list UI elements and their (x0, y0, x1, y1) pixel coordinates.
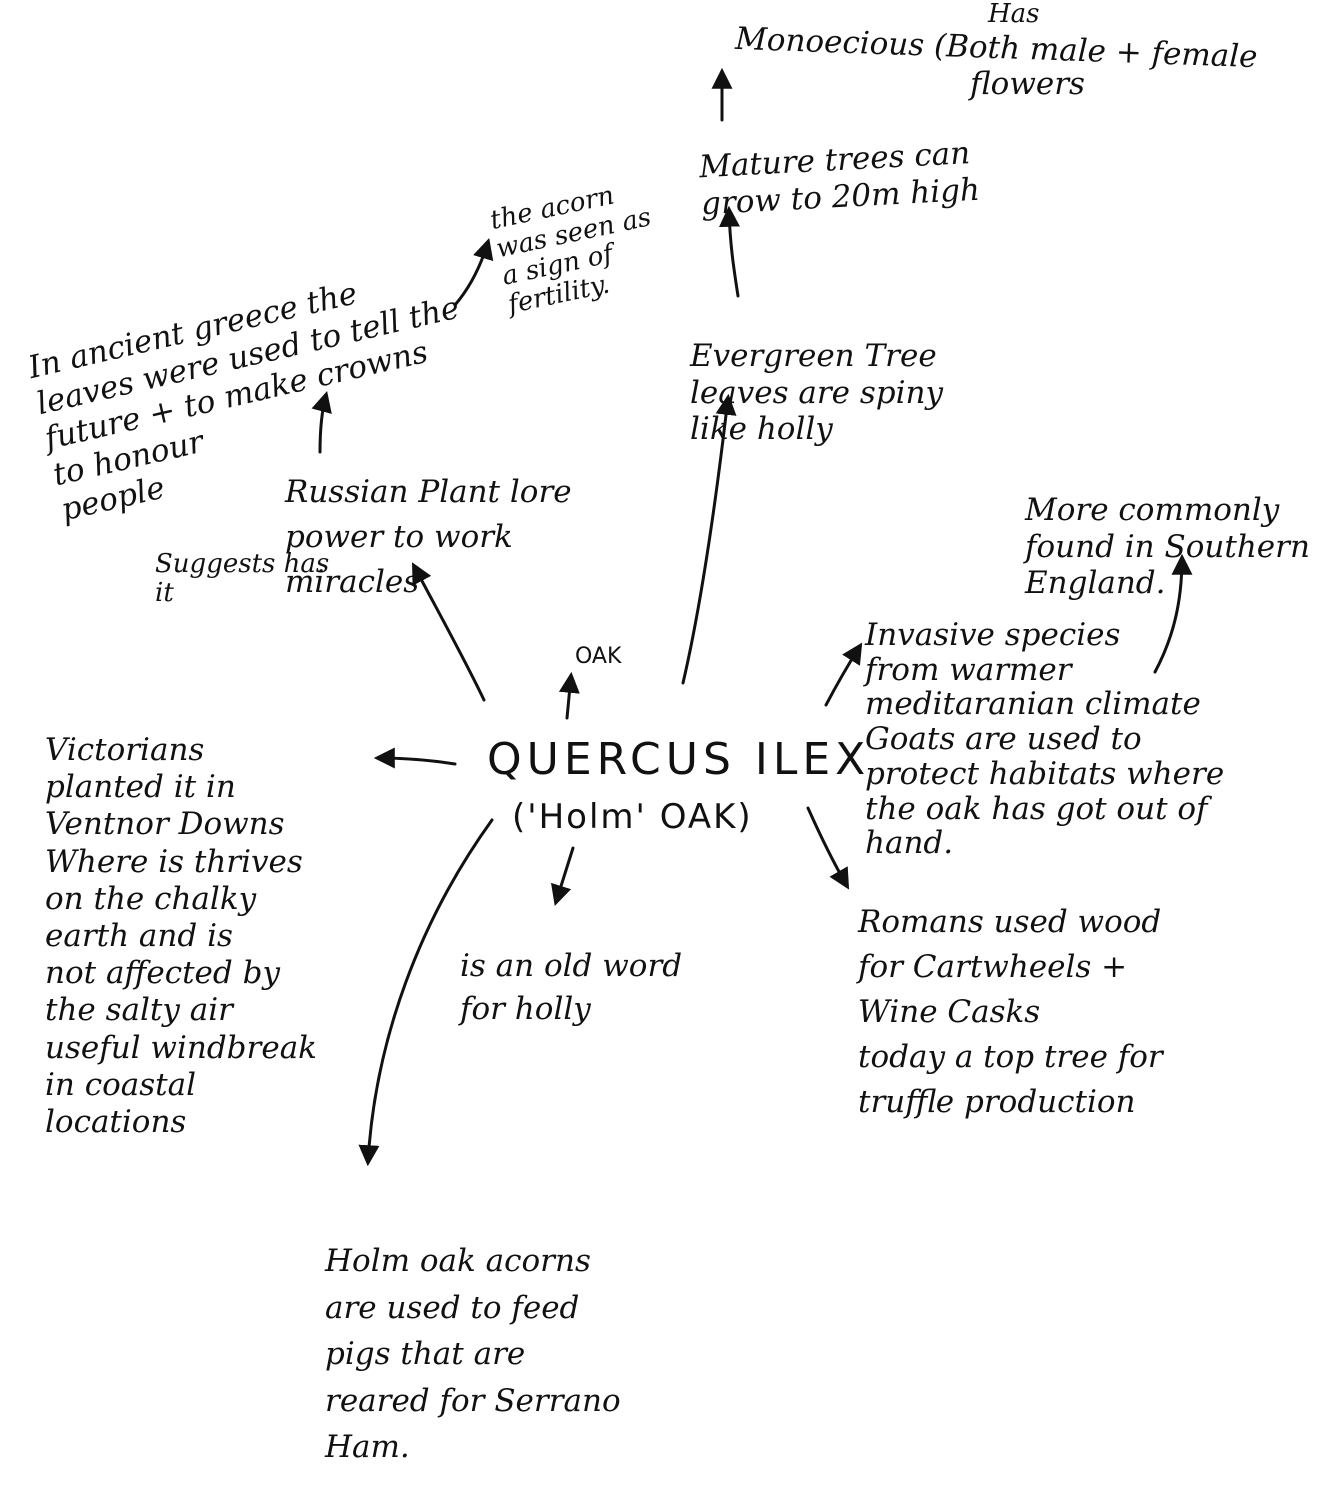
note-flowers: flowers (970, 66, 1085, 102)
center-title: QUERCUS ILEX (487, 734, 871, 785)
note-romans: Romans used wood for Cartwheels + Wine C… (858, 904, 1163, 1120)
note-acorns-pigs: Holm oak acorns are used to feed pigs th… (325, 1243, 621, 1465)
arrow-to-invasive (824, 642, 863, 707)
arrow-to-romans (806, 806, 850, 890)
note-mature-trees: Mature trees can grow to 20m high (698, 135, 981, 222)
arrow-to-mature-trees (718, 205, 740, 298)
arrow-to-ilex-word (551, 846, 575, 907)
note-evergreen: Evergreen Tree leaves are spiny like hol… (690, 338, 944, 448)
arrow-to-oak (558, 671, 580, 720)
note-southern-england: More commonly found in Southern England. (1025, 492, 1310, 602)
note-has: Has (988, 0, 1040, 29)
arrow-to-crowns (311, 390, 332, 454)
note-suggests: Suggests has it (155, 549, 330, 608)
note-invasive: Invasive species from warmer meditarania… (865, 617, 1225, 862)
arrow-to-russian-lore (412, 562, 486, 702)
note-ilex-word: is an old word for holly (460, 948, 683, 1028)
center-subtitle: ('Holm' OAK) (512, 797, 753, 837)
note-victorians: Victorians planted it in Ventnor Downs W… (45, 732, 317, 1140)
arrow-to-victorians (373, 747, 457, 769)
arrow-to-evergreen (681, 393, 737, 685)
arrow-to-southern-england (1153, 553, 1193, 674)
note-oak: OAK (575, 644, 622, 669)
arrow-to-acorn-fertility (453, 237, 494, 307)
note-russian-lore: Russian Plant lore power to work miracle… (285, 474, 572, 600)
arrow-to-acorns-pigs (358, 818, 494, 1167)
